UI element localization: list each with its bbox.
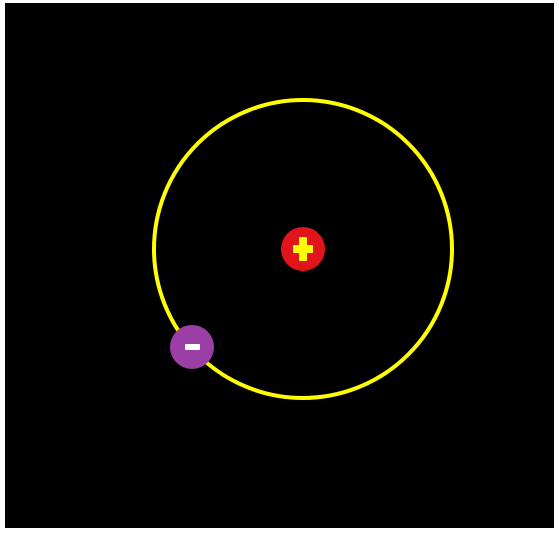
nucleus [281, 227, 325, 271]
electron [170, 325, 214, 369]
minus-icon [185, 344, 200, 350]
